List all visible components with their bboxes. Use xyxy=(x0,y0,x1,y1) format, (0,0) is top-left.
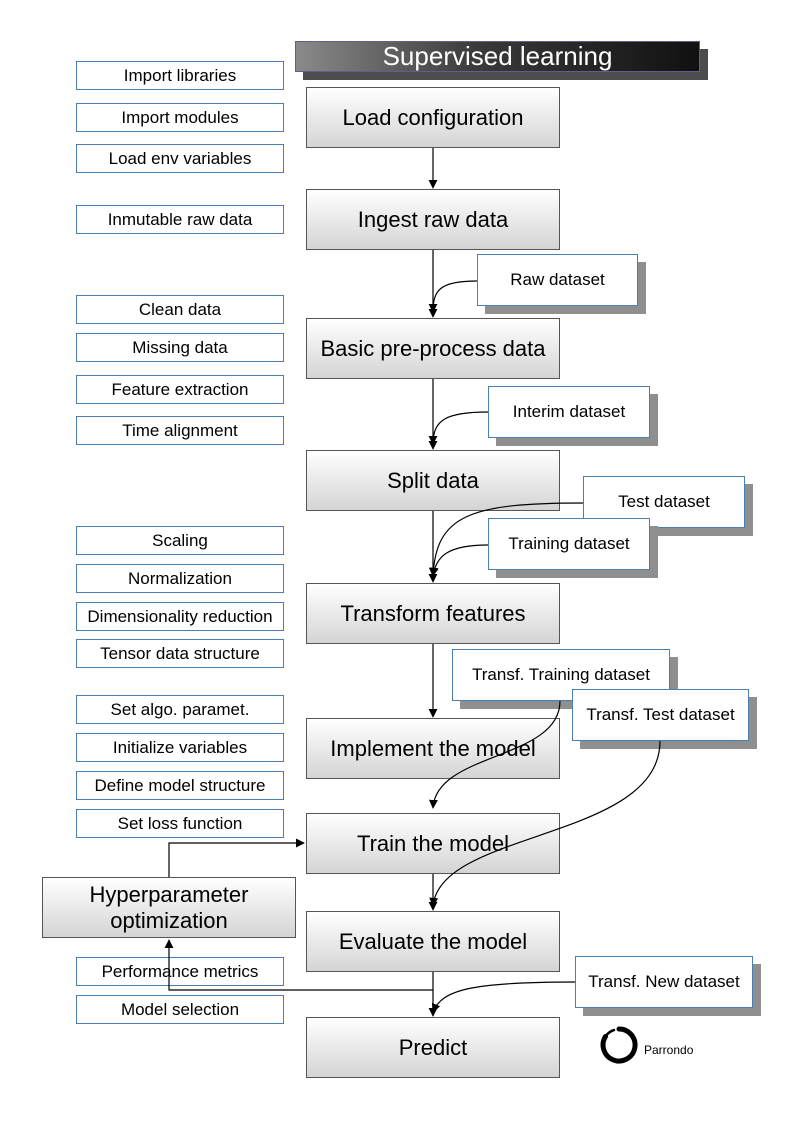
note-tensor-data-structure: Tensor data structure xyxy=(76,639,284,668)
note-initialize-variables: Initialize variables xyxy=(76,733,284,762)
note-define-model-structure: Define model structure xyxy=(76,771,284,800)
step-implement-model: Implement the model xyxy=(306,718,560,779)
step-predict: Predict xyxy=(306,1017,560,1078)
page-title: Supervised learning xyxy=(295,41,700,72)
note-immutable-raw-data: Inmutable raw data xyxy=(76,205,284,234)
note-time-alignment: Time alignment xyxy=(76,416,284,445)
curve-transf-new xyxy=(431,981,576,1013)
curve-transf-test xyxy=(429,740,661,907)
note-performance-metrics: Performance metrics xyxy=(76,957,284,986)
curve-interim-dataset xyxy=(428,411,489,445)
dataset-interim: Interim dataset xyxy=(488,386,650,438)
note-load-env-variables: Load env variables xyxy=(76,144,284,173)
dataset-raw: Raw dataset xyxy=(477,254,638,306)
note-import-modules: Import modules xyxy=(76,103,284,132)
step-load-configuration: Load configuration xyxy=(306,87,560,148)
step-ingest-raw-data: Ingest raw data xyxy=(306,189,560,250)
step-split-data: Split data xyxy=(306,450,560,511)
step-hyperparameter-optimization: Hyperparameter optimization xyxy=(42,877,296,938)
note-clean-data: Clean data xyxy=(76,295,284,324)
dataset-training: Training dataset xyxy=(488,518,650,570)
note-dimensionality-reduction: Dimensionality reduction xyxy=(76,602,284,631)
note-missing-data: Missing data xyxy=(76,333,284,362)
note-set-algo-parameters: Set algo. paramet. xyxy=(76,695,284,724)
curve-test-dataset xyxy=(428,502,584,577)
dataset-transf-test: Transf. Test dataset xyxy=(572,689,749,741)
arrow-hyperparam-to-train xyxy=(168,838,305,877)
curve-transf-training xyxy=(428,700,561,809)
note-set-loss-function: Set loss function xyxy=(76,809,284,838)
step-basic-preprocess: Basic pre-process data xyxy=(306,318,560,379)
dataset-transf-new: Transf. New dataset xyxy=(575,956,753,1008)
dataset-test: Test dataset xyxy=(583,476,745,528)
enso-logo-icon xyxy=(600,1026,638,1064)
curve-raw-dataset xyxy=(428,280,478,313)
curve-training-dataset xyxy=(429,544,489,577)
step-transform-features: Transform features xyxy=(306,583,560,644)
note-feature-extraction: Feature extraction xyxy=(76,375,284,404)
logo-text: Parrondo xyxy=(644,1043,694,1057)
note-import-libraries: Import libraries xyxy=(76,61,284,90)
note-model-selection: Model selection xyxy=(76,995,284,1024)
arrow-evaluate-to-hyperparam xyxy=(164,939,433,991)
note-normalization: Normalization xyxy=(76,564,284,593)
note-scaling: Scaling xyxy=(76,526,284,555)
step-evaluate-model: Evaluate the model xyxy=(306,911,560,972)
